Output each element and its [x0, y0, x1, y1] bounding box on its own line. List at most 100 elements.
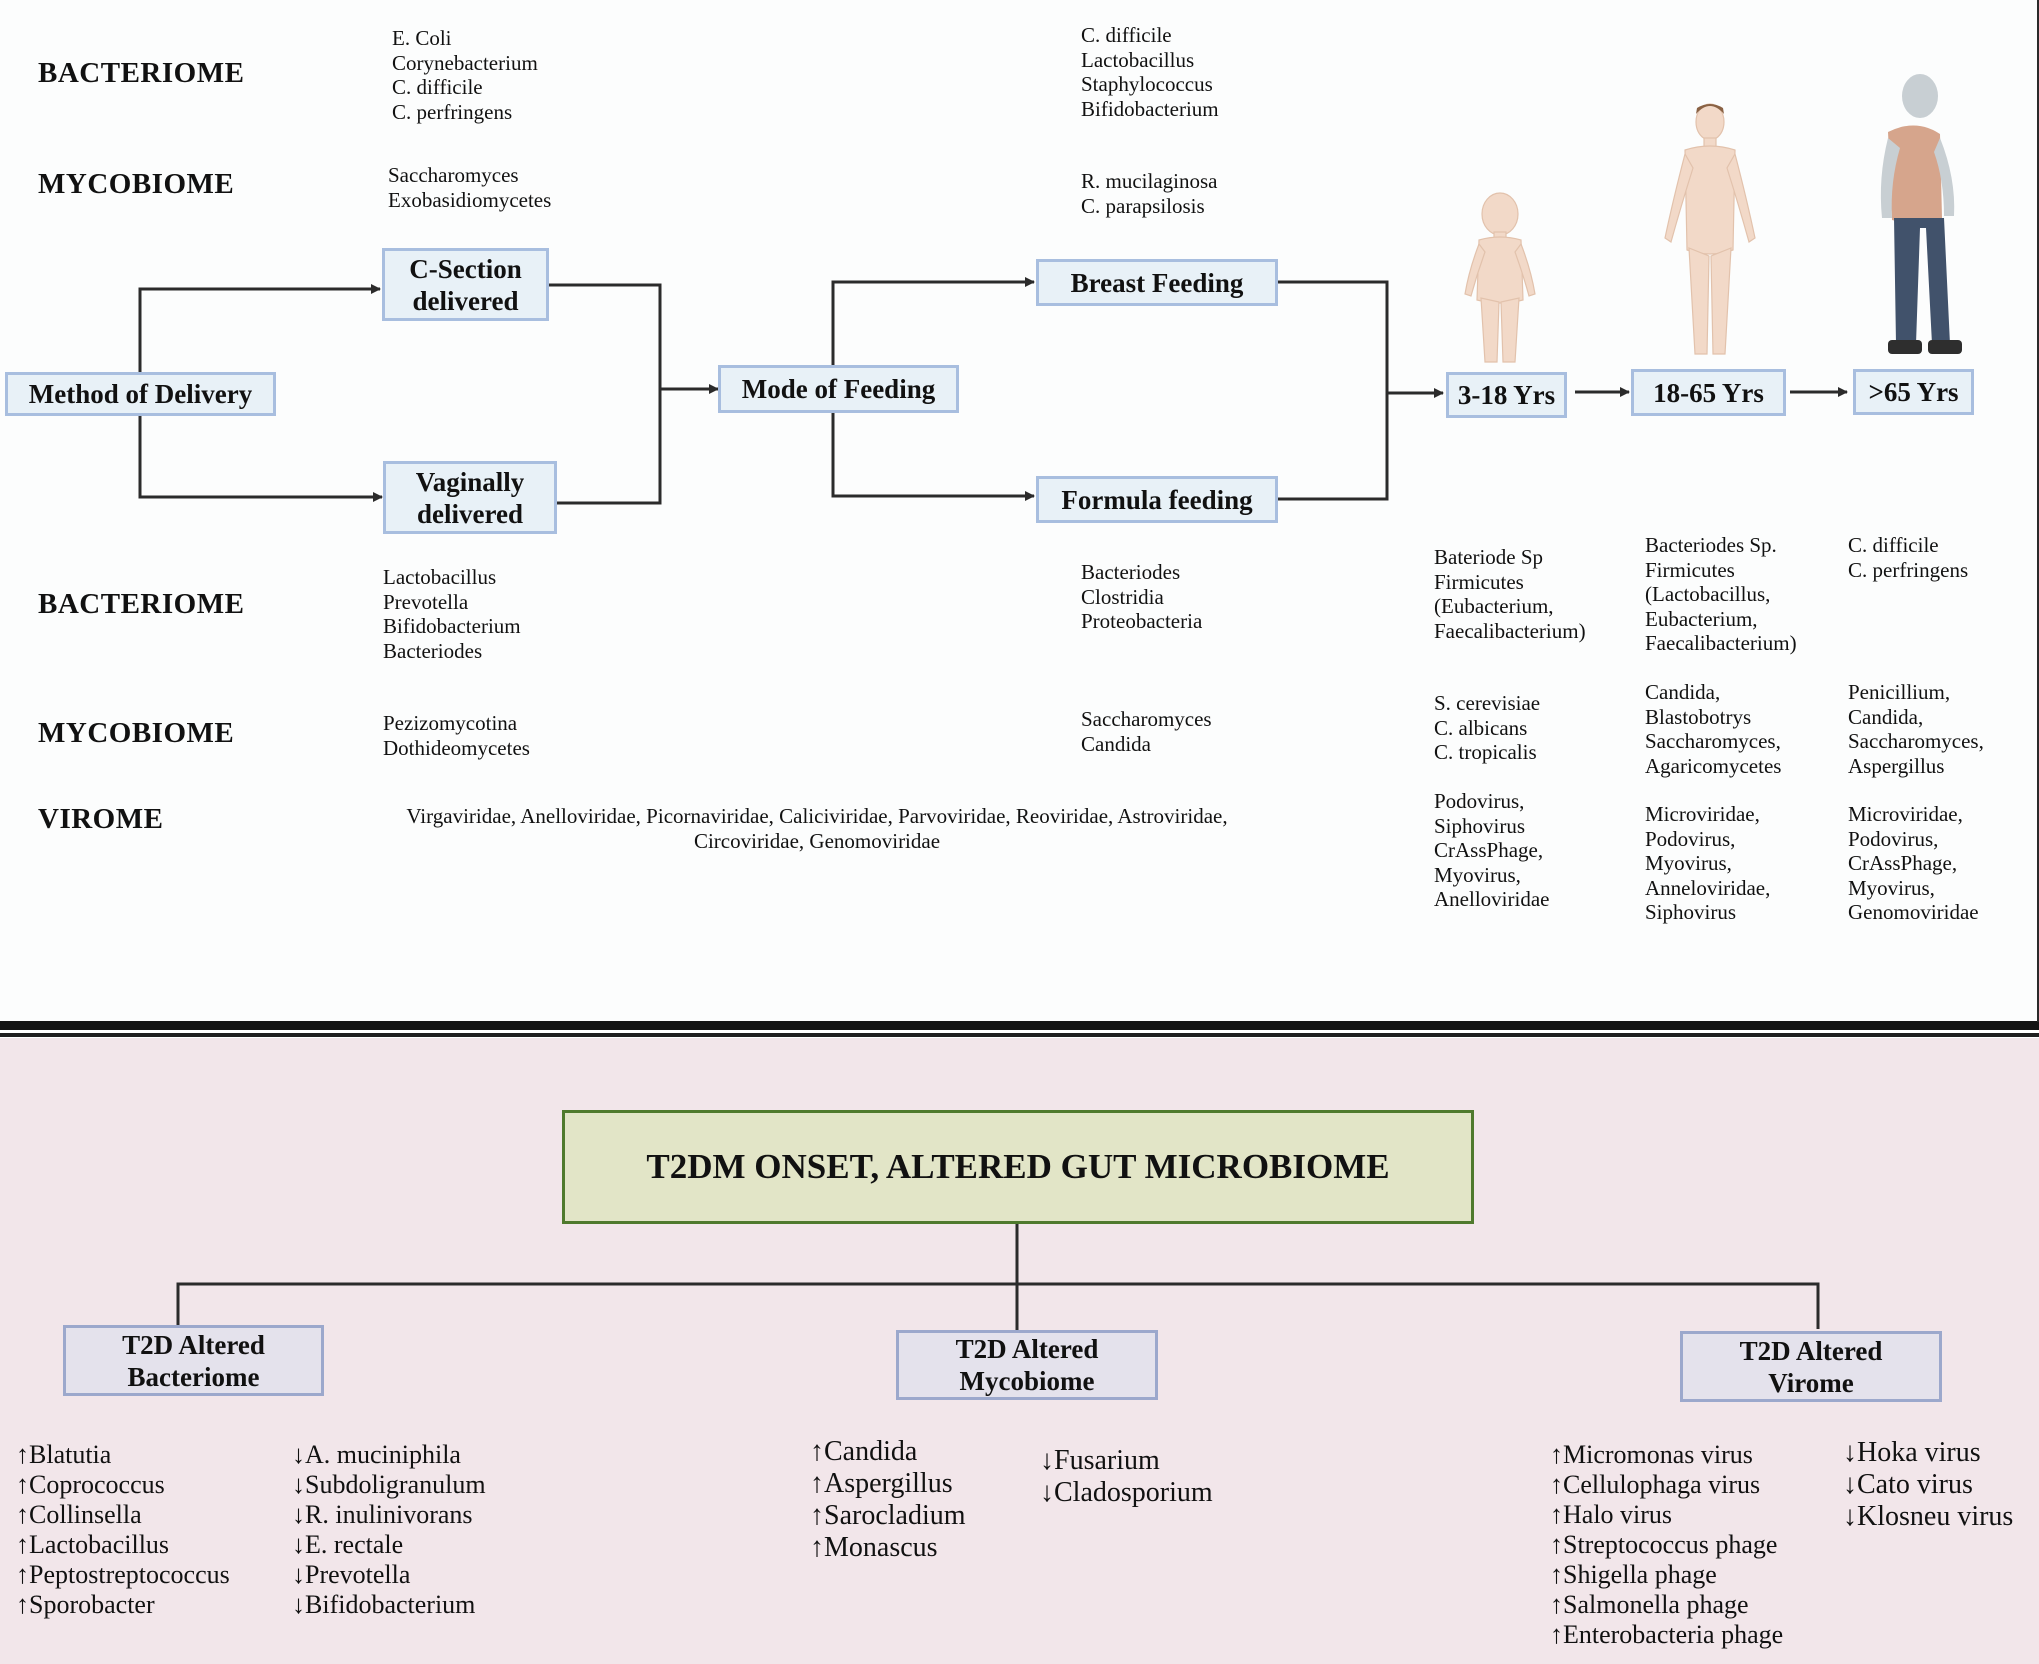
list-item: C. perfringens: [1848, 557, 1969, 582]
list-item: Candida,: [1645, 680, 1721, 704]
csection-mycobiome-list: Saccharomyces Exobasidiomycetes: [388, 163, 551, 212]
breast-mycobiome-list: R. mucilaginosa C. parapsilosis: [1081, 169, 1217, 218]
vaginal-bacteriome-list: Lactobacillus Prevotella Bifidobacterium…: [383, 565, 521, 663]
list-item: Lactobacillus: [1081, 47, 1195, 72]
list-item: ↑Blatutia: [16, 1440, 112, 1469]
list-item: Bacteriodes: [1081, 560, 1181, 584]
age-65-plus-box: >65 Yrs: [1853, 369, 1974, 415]
list-item: ↑Peptostreptococcus: [16, 1560, 230, 1589]
age-65-bacteriome-list: C. difficile C. perfringens: [1848, 533, 1968, 582]
age-18-65-bacteriome-list: Bacteriodes Sp. Firmicutes (Lactobacillu…: [1645, 533, 1797, 656]
list-item: ↓Hoka virus: [1843, 1437, 1981, 1468]
list-item: Saccharomyces,: [1645, 729, 1781, 753]
list-item: ↓Bifidobacterium: [292, 1590, 476, 1619]
panel-edge: [2037, 0, 2039, 1022]
list-item: Staphylococcus: [1081, 72, 1213, 96]
merge-line-feeding: [1278, 280, 1389, 501]
early-virome-list: Virgaviridae, Anelloviridae, Picornaviri…: [379, 804, 1255, 853]
age-3-18-bacteriome-list: Bateriode Sp Firmicutes (Eubacterium, Fa…: [1434, 545, 1586, 643]
list-item: Bacteriodes Sp.: [1645, 533, 1777, 557]
t2d-virome-increased-list: ↑Micromonas virus ↑Cellulophaga virus ↑H…: [1550, 1440, 1783, 1650]
list-item: Faecalibacterium): [1645, 631, 1797, 655]
label-virome: VIROME: [38, 803, 164, 835]
list-item: C. difficile: [1848, 533, 1939, 557]
vaginal-mycobiome-list: Pezizomycotina Dothideomycetes: [383, 711, 530, 760]
child-figure: [1464, 192, 1536, 363]
list-item: ↑Salmonella phage: [1550, 1590, 1749, 1619]
list-item: Lactobacillus: [383, 565, 497, 589]
list-item: Myovirus,: [1848, 875, 1935, 900]
list-item: Agaricomycetes: [1645, 753, 1782, 778]
list-item: Bateriode Sp: [1434, 545, 1544, 569]
list-item: ↑Coprococcus: [16, 1470, 165, 1499]
t2d-bacteriome-decreased-list: ↓A. muciniphila ↓Subdoligranulum ↓R. inu…: [292, 1440, 486, 1620]
age-65-mycobiome-list: Penicillium, Candida, Saccharomyces, Asp…: [1848, 680, 1984, 778]
list-item: ↓Cladosporium: [1040, 1477, 1213, 1508]
list-item: Bacteriodes: [383, 638, 483, 663]
arrow-to-vaginal: [138, 414, 383, 502]
list-item: Blastobotrys: [1645, 704, 1752, 729]
elderly-figure: [1880, 74, 1962, 354]
list-item: ↑Sporobacter: [16, 1590, 155, 1619]
list-item: ↓Klosneu virus: [1843, 1501, 2014, 1532]
t2d-mycobiome-increased-list: ↑Candida ↑Aspergillus ↑Sarocladium ↑Mona…: [810, 1436, 966, 1564]
list-item: Firmicutes: [1645, 557, 1735, 582]
list-item: Candida,: [1848, 704, 1924, 729]
merge-line-delivery: [548, 283, 662, 505]
t2d-bacteriome-increased-list: ↑Blatutia ↑Coprococcus ↑Collinsella ↑Lac…: [16, 1440, 230, 1620]
list-item: Microviridae,: [1645, 802, 1760, 826]
t2dm-title-box: T2DM ONSET, ALTERED GUT MICROBIOME: [562, 1110, 1474, 1224]
list-item: ↑Candida: [810, 1436, 918, 1467]
list-item: ↓R. inulinivorans: [292, 1500, 473, 1529]
list-item: ↓Fusarium: [1040, 1445, 1160, 1476]
list-item: Corynebacterium: [392, 50, 538, 75]
list-item: C. difficile: [1081, 23, 1172, 47]
tree-branch: [176, 1282, 1820, 1329]
t2d-virome-decreased-list: ↓Hoka virus ↓Cato virus ↓Klosneu virus: [1843, 1437, 2013, 1533]
list-item: ↑Halo virus: [1550, 1500, 1673, 1529]
list-item: ↑Enterobacteria phage: [1550, 1620, 1784, 1649]
list-item: Prevotella: [383, 589, 469, 614]
list-item: CrAssPhage,: [1848, 851, 1958, 875]
csection-bacteriome-list: E. Coli Corynebacterium C. difficile C. …: [392, 26, 538, 124]
list-item: Dothideomycetes: [383, 735, 530, 760]
list-item: S. cerevisiae: [1434, 691, 1541, 715]
list-item: Saccharomyces: [1081, 707, 1212, 731]
list-item: Genomoviridae: [1848, 900, 1979, 924]
list-item: C. tropicalis: [1434, 740, 1537, 764]
age-18-65-virome-list: Microviridae, Podovirus, Myovirus, Annel…: [1645, 802, 1770, 925]
list-item: ↓Prevotella: [292, 1560, 411, 1589]
list-item: Podovirus,: [1645, 826, 1736, 851]
formula-mycobiome-list: Saccharomyces Candida: [1081, 707, 1212, 756]
list-item: ↑Monascus: [810, 1532, 938, 1563]
list-item: C. difficile: [392, 75, 483, 99]
list-item: Exobasidiomycetes: [388, 187, 552, 212]
arrow-to-csection: [138, 284, 381, 374]
list-item: C. albicans: [1434, 715, 1528, 740]
list-item: Circoviridae, Genomoviridae: [693, 828, 941, 853]
age-18-65-mycobiome-list: Candida, Blastobotrys Saccharomyces, Aga…: [1645, 680, 1781, 778]
list-item: Myovirus,: [1645, 851, 1732, 875]
breast-bacteriome-list: C. difficile Lactobacillus Staphylococcu…: [1081, 23, 1219, 121]
age-3-18-virome-list: Podovirus, Siphovirus CrAssPhage, Myovir…: [1434, 789, 1549, 912]
list-item: ↑Cellulophaga virus: [1550, 1470, 1761, 1499]
arrow-to-breast: [831, 277, 1035, 369]
list-item: Siphovirus: [1645, 900, 1737, 924]
list-item: Microviridae,: [1848, 802, 1963, 826]
list-item: Myovirus,: [1434, 862, 1521, 887]
list-item: Candida: [1081, 731, 1151, 756]
list-item: CrAssPhage,: [1434, 838, 1544, 862]
panel-divider-secondary: [0, 1033, 2039, 1037]
list-item: Anelloviridae: [1434, 887, 1550, 911]
list-item: Saccharomyces,: [1848, 729, 1984, 753]
list-item: R. mucilaginosa: [1081, 169, 1218, 193]
list-item: ↓Cato virus: [1843, 1469, 1973, 1500]
list-item: ↑Sarocladium: [810, 1500, 966, 1531]
list-item: Saccharomyces: [388, 163, 519, 187]
